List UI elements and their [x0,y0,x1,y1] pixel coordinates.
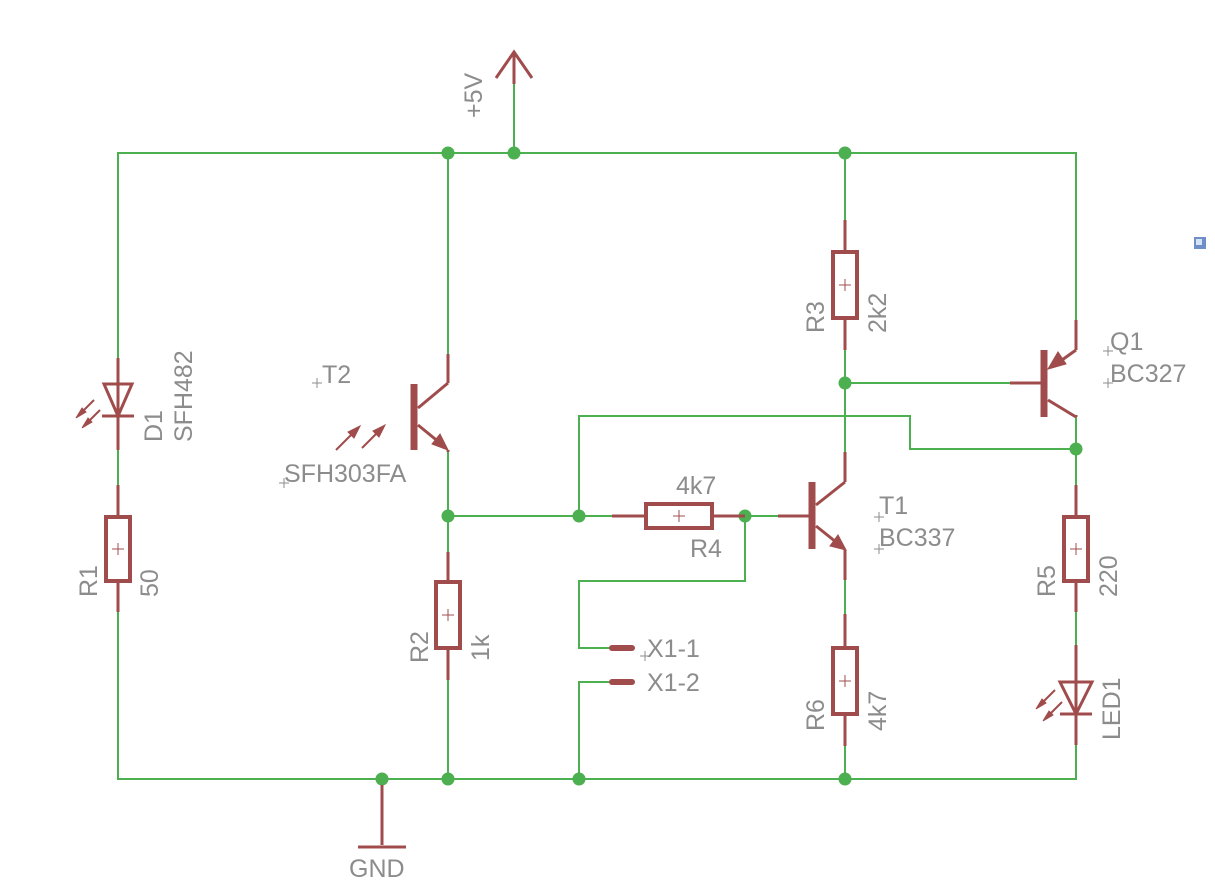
wire-top-rail [117,152,1077,359]
r5-resistor: R5 220 [1033,485,1123,612]
window-marker-icon [1194,237,1206,249]
junction-dot [375,772,389,786]
ground-label: GND [349,855,405,883]
r3-ref: R3 [802,301,830,333]
origin-cross [1103,346,1113,356]
r1-value: 50 [136,569,164,597]
wire-x1-2 [578,681,612,779]
junction-dot [441,772,455,786]
junction-dot [441,509,455,523]
junction-dot [507,146,521,160]
r6-resistor: R6 4k7 [802,614,892,746]
junction-dot [441,146,455,160]
d1-ir-led: D1 SFH482 [75,350,198,450]
t2-ref: T2 [322,361,351,389]
x1-connector: X1-1 X1-2 [609,635,700,697]
junction-dot [572,772,586,786]
q1-ref: Q1 [1110,328,1143,356]
r1-ref: R1 [75,565,103,597]
origin-cross [1103,378,1113,388]
junction-dot [1069,442,1083,456]
origin-cross [279,478,289,488]
d1-value: SFH482 [170,350,198,442]
led1-indicator: LED1 [1035,645,1126,745]
wire-feedback [578,415,1076,516]
junction-dot [838,772,852,786]
r6-ref: R6 [802,699,830,731]
q1-pnp-transistor: Q1 BC327 [1010,320,1186,419]
t1-npn-transistor: T1 BC337 [778,452,955,580]
origin-cross [874,544,884,554]
r2-value: 1k [467,634,495,661]
r4-value: 4k7 [676,472,716,500]
t2-phototransistor: T2 SFH303FA [279,354,450,488]
supply-label: +5V [460,72,488,118]
r2-ref: R2 [406,631,434,663]
r3-value: 2k2 [864,293,892,333]
origin-cross [312,378,322,388]
r3-resistor: R3 2k2 [802,220,892,350]
junction-dot [572,509,586,523]
wires [117,82,1077,825]
r2-resistor: R2 1k [406,552,495,680]
t1-value: BC337 [879,524,955,552]
junctions [375,146,1083,786]
r5-ref: R5 [1033,565,1061,597]
ground-symbol: GND [349,785,406,883]
r4-ref: R4 [690,535,722,563]
wire-x1-1 [578,516,746,649]
d1-ref: D1 [140,410,168,442]
junction-dot [838,146,852,160]
r1-resistor: R1 50 [75,485,164,612]
led1-ref: LED1 [1098,677,1126,740]
origin-cross [874,512,884,522]
wire-bottom-rail [117,612,1077,780]
q1-value: BC327 [1110,360,1186,388]
supply-symbol: +5V [460,49,534,118]
r6-value: 4k7 [864,691,892,731]
origin-cross [640,651,650,661]
x1-pin1-label: X1-1 [647,635,700,663]
x1-pin2-label: X1-2 [647,669,700,697]
junction-dot [838,376,852,390]
r5-value: 220 [1095,555,1123,597]
t2-value: SFH303FA [284,460,407,488]
r4-resistor: 4k7 R4 [612,472,745,563]
t1-ref: T1 [879,492,908,520]
